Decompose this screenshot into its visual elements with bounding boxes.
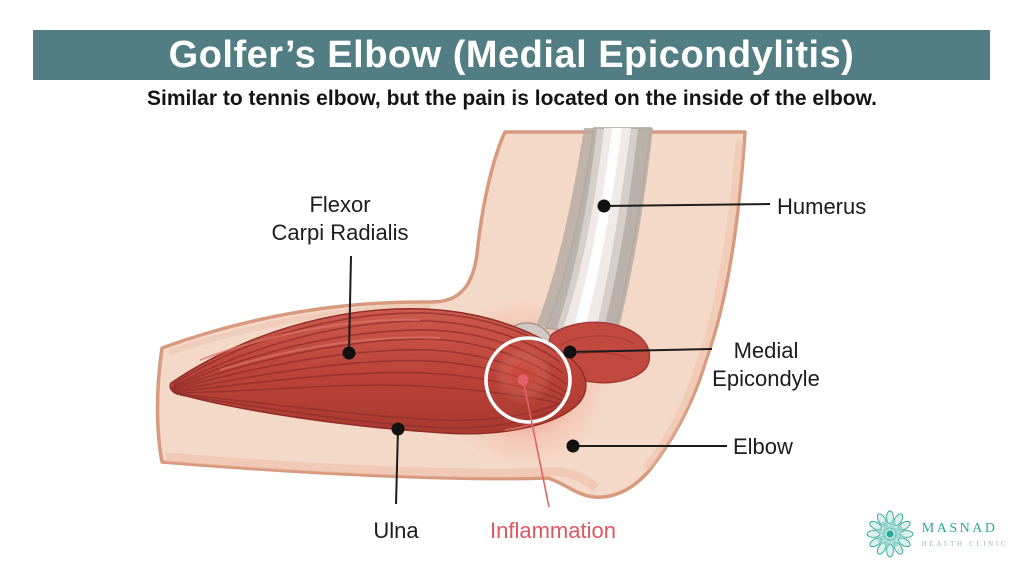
ulna-leader-line [395,428,399,505]
label-medial-epicondyle: Medial Epicondyle [688,337,844,393]
clinic-logo: MASNAD HEALTH CLINIC [866,510,1008,558]
skin-shade-bottom [165,452,600,492]
label-flexor-line1: Flexor [309,192,371,217]
page-title: Golfer’s Elbow (Medial Epicondylitis) [168,33,855,76]
logo-brand: MASNAD [921,520,998,536]
label-inflammation: Inflammation [490,518,616,543]
logo-flower-icon [866,510,914,558]
label-ulna: Ulna [373,518,419,543]
inflammation-circle [484,336,572,424]
subtitle-text: Similar to tennis elbow, but the pain is… [146,87,877,110]
logo-tagline: HEALTH CLINIC [921,539,1008,548]
ulna-dot [391,422,405,436]
leader-lines [348,203,771,505]
label-medial-line1: Medial [733,338,799,363]
medial-leader-line [569,348,713,353]
skin-shade-right [642,139,744,471]
humerus-leader-line [603,203,771,207]
label-flexor-line2: Carpi Radialis [271,220,409,245]
label-elbow: Elbow [733,434,793,459]
label-medial-line2: Epicondyle [712,366,820,391]
medial-dot [563,345,577,359]
title-banner: Golfer’s Elbow (Medial Epicondylitis) [33,30,990,80]
elbow-dot [566,439,580,453]
leader-dots [342,199,611,453]
inflammation-point [517,374,529,386]
humerus-dot [597,199,611,213]
label-humerus: Humerus [777,194,867,219]
flexor-leader-line [348,255,352,353]
flexor-dot [342,346,356,360]
label-flexor-carpi-radialis: Flexor Carpi Radialis [230,191,450,247]
inflammation-leader-line [523,383,550,508]
skin-shade-top-forearm [169,304,431,355]
